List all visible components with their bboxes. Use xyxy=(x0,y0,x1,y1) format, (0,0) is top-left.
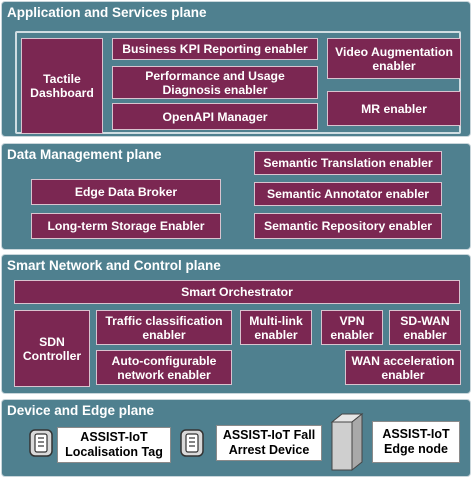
data-management-plane: Data Management plane Semantic Translati… xyxy=(1,143,471,250)
plane-title: Smart Network and Control plane xyxy=(7,258,221,273)
multi-link-box: Multi-link enabler xyxy=(240,310,312,345)
edge-node-box: ASSIST-IoT Edge node xyxy=(372,421,460,463)
performance-usage-box: Performance and Usage Diagnosis enabler xyxy=(112,66,318,99)
smart-orchestrator-box: Smart Orchestrator xyxy=(14,280,460,304)
application-services-plane: Application and Services plane Tactile D… xyxy=(1,1,471,137)
smart-network-control-plane: Smart Network and Control plane Smart Or… xyxy=(1,254,471,394)
device-edge-plane: Device and Edge plane ASSIST-IoT Localis… xyxy=(1,399,471,477)
vpn-box: VPN enabler xyxy=(321,310,383,345)
wan-acceleration-box: WAN acceleration enabler xyxy=(345,350,461,385)
auto-configurable-box: Auto-configurable network enabler xyxy=(96,350,232,385)
application-inner-frame xyxy=(15,31,461,134)
plane-title: Data Management plane xyxy=(7,147,162,162)
sdn-controller-box: SDN Controller xyxy=(14,310,90,387)
semantic-annotator-box: Semantic Annotator enabler xyxy=(254,182,442,206)
sd-wan-box: SD-WAN enabler xyxy=(389,310,461,345)
video-augmentation-box: Video Augmentation enabler xyxy=(327,38,461,79)
tactile-dashboard-box: Tactile Dashboard xyxy=(21,38,103,134)
tag-device-icon xyxy=(29,429,53,457)
fall-arrest-box: ASSIST-IoT Fall Arrest Device xyxy=(216,425,322,461)
traffic-classification-box: Traffic classification enabler xyxy=(96,310,232,345)
semantic-repository-box: Semantic Repository enabler xyxy=(254,213,442,239)
fall-arrest-device-icon xyxy=(180,429,204,457)
plane-title: Device and Edge plane xyxy=(7,403,155,418)
openapi-manager-box: OpenAPI Manager xyxy=(112,103,318,130)
long-term-storage-box: Long-term Storage Enabler xyxy=(31,213,221,239)
business-kpi-box: Business KPI Reporting enabler xyxy=(112,38,318,60)
localisation-tag-box: ASSIST-IoT Localisation Tag xyxy=(57,427,171,463)
plane-title: Application and Services plane xyxy=(7,5,207,20)
semantic-translation-box: Semantic Translation enabler xyxy=(254,151,442,175)
edge-data-broker-box: Edge Data Broker xyxy=(31,179,221,205)
edge-node-server-icon xyxy=(330,412,364,472)
mr-enabler-box: MR enabler xyxy=(327,91,461,126)
